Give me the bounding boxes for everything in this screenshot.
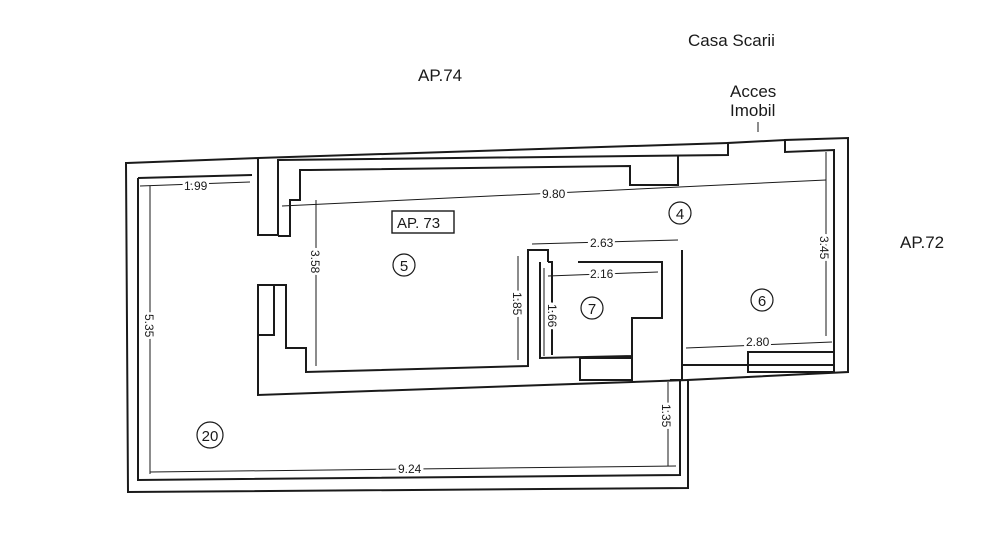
room5-lower-wall: [274, 249, 549, 374]
outer-wall: [124, 136, 849, 494]
top-wall-segment: [257, 142, 729, 159]
apartment-label-box: [391, 210, 455, 234]
dimline-924: [149, 465, 677, 473]
room-7-number: 7: [588, 301, 596, 318]
dim-9-24: 9.24: [398, 462, 422, 476]
dim-5-35: 5.35: [142, 314, 156, 338]
right-inner-wall: [681, 138, 835, 366]
room7-walls: [539, 261, 663, 360]
dim-3-45: 3.45: [817, 236, 831, 260]
room-5-circle: [392, 253, 416, 277]
dimension-lines: [139, 152, 833, 474]
stair-hall-label: Casa Scarii: [688, 31, 775, 50]
dim-3-58: 3.58: [308, 250, 322, 274]
room-5-number: 5: [400, 258, 408, 275]
dim-1-99: 1.99: [184, 179, 208, 193]
dimline-980: [281, 179, 827, 207]
window-bottom-6: [747, 351, 835, 373]
dim-1-85: 1.85: [510, 292, 524, 316]
dim-2-16: 2.16: [590, 267, 614, 281]
central-block: [257, 285, 689, 397]
apartment-label: AP. 73: [397, 215, 440, 232]
room-4-number: 4: [676, 206, 684, 223]
access-label-line2: Imobil: [730, 101, 775, 120]
dim-2-63: 2.63: [590, 236, 614, 250]
room5-wall: [309, 155, 679, 186]
room7-inner: [548, 261, 553, 355]
room-7-circle: [580, 296, 604, 320]
window-left: [257, 284, 275, 336]
dim-9-80: 9.80: [542, 187, 566, 201]
window-bottom-7: [579, 357, 633, 381]
neighbor-left-label: AP.74: [418, 66, 462, 85]
room-20-circle: [196, 421, 224, 449]
room-6-circle: [750, 288, 774, 312]
access-label-line1: Acces: [730, 82, 776, 101]
neighbor-right-label: AP.72: [900, 233, 944, 252]
room-20-number: 20: [202, 428, 219, 445]
room5-left-wall: [278, 169, 310, 237]
dim-2-80: 2.80: [746, 335, 770, 349]
dimline-280: [685, 341, 833, 349]
dim-1-66: 1.66: [545, 304, 559, 328]
dimension-labels: 1.99 9.80 2.63 2.16 2.80 9.24 3.58 3.45 …: [140, 177, 834, 479]
walls: [124, 122, 849, 494]
dimline-216: [547, 271, 659, 277]
dim-1-35: 1.35: [659, 404, 673, 428]
dimline-199: [139, 181, 251, 187]
dimline-263: [531, 239, 679, 245]
room-4-circle: [668, 201, 692, 225]
room-6-number: 6: [758, 293, 766, 310]
inner-wall-left-top: [137, 174, 253, 179]
